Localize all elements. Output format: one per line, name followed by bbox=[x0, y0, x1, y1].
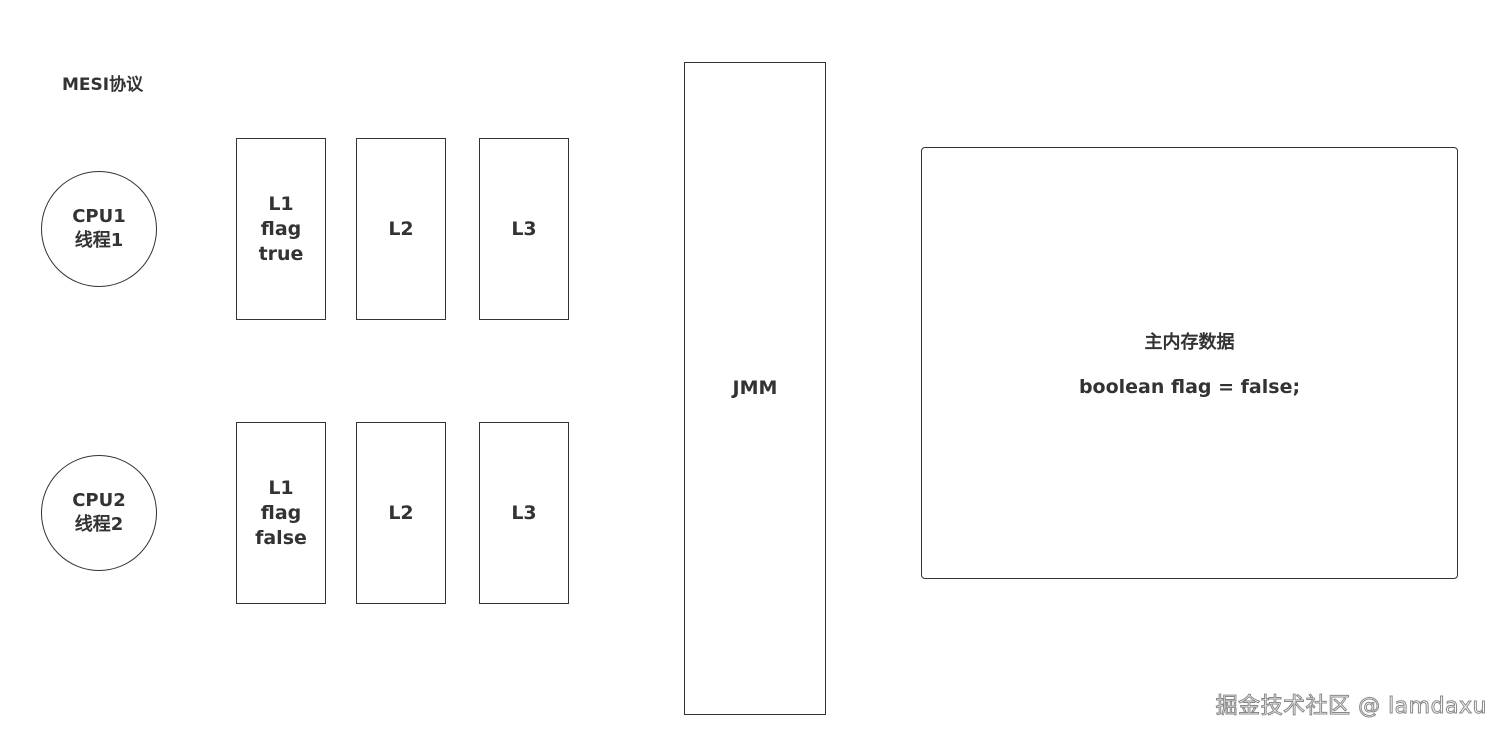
cpu1-name: CPU1 bbox=[72, 206, 126, 227]
main-memory-code: boolean flag = false; bbox=[1078, 376, 1301, 398]
diagram-title: MESI协议 bbox=[62, 75, 144, 95]
main-memory-title: 主内存数据 bbox=[1144, 332, 1235, 353]
jmm-label: JMM bbox=[732, 377, 778, 399]
cpu2-l3-label: L3 bbox=[511, 501, 537, 524]
main-memory-block: 主内存数据 boolean flag = false; bbox=[921, 147, 1458, 579]
cpu2-node: CPU2 线程2 bbox=[41, 455, 157, 571]
cpu2-l1-label: L1 bbox=[268, 476, 294, 499]
watermark-text: 掘金技术社区 @ lamdaxu bbox=[1215, 694, 1487, 720]
cpu1-l2-cache: L2 bbox=[356, 138, 446, 320]
cpu2-name: CPU2 bbox=[72, 490, 126, 511]
cpu1-l3-label: L3 bbox=[511, 217, 537, 240]
jmm-block: JMM bbox=[684, 62, 826, 715]
cpu2-l2-cache: L2 bbox=[356, 422, 446, 604]
cpu1-node: CPU1 线程1 bbox=[41, 171, 157, 287]
cpu1-l3-cache: L3 bbox=[479, 138, 569, 320]
cpu2-thread: 线程2 bbox=[74, 514, 124, 535]
cpu1-l1-value: true bbox=[258, 242, 304, 265]
cpu1-l1-var: flag bbox=[260, 217, 302, 240]
cpu1-l1-cache: L1 flag true bbox=[236, 138, 326, 320]
cpu1-l1-label: L1 bbox=[268, 192, 294, 215]
cpu1-thread: 线程1 bbox=[74, 230, 124, 251]
cpu2-l1-cache: L1 flag false bbox=[236, 422, 326, 604]
cpu1-l2-label: L2 bbox=[388, 217, 414, 240]
cpu2-l1-value: false bbox=[255, 526, 307, 549]
cpu2-l1-var: flag bbox=[260, 501, 302, 524]
cpu2-l2-label: L2 bbox=[388, 501, 414, 524]
cpu2-l3-cache: L3 bbox=[479, 422, 569, 604]
